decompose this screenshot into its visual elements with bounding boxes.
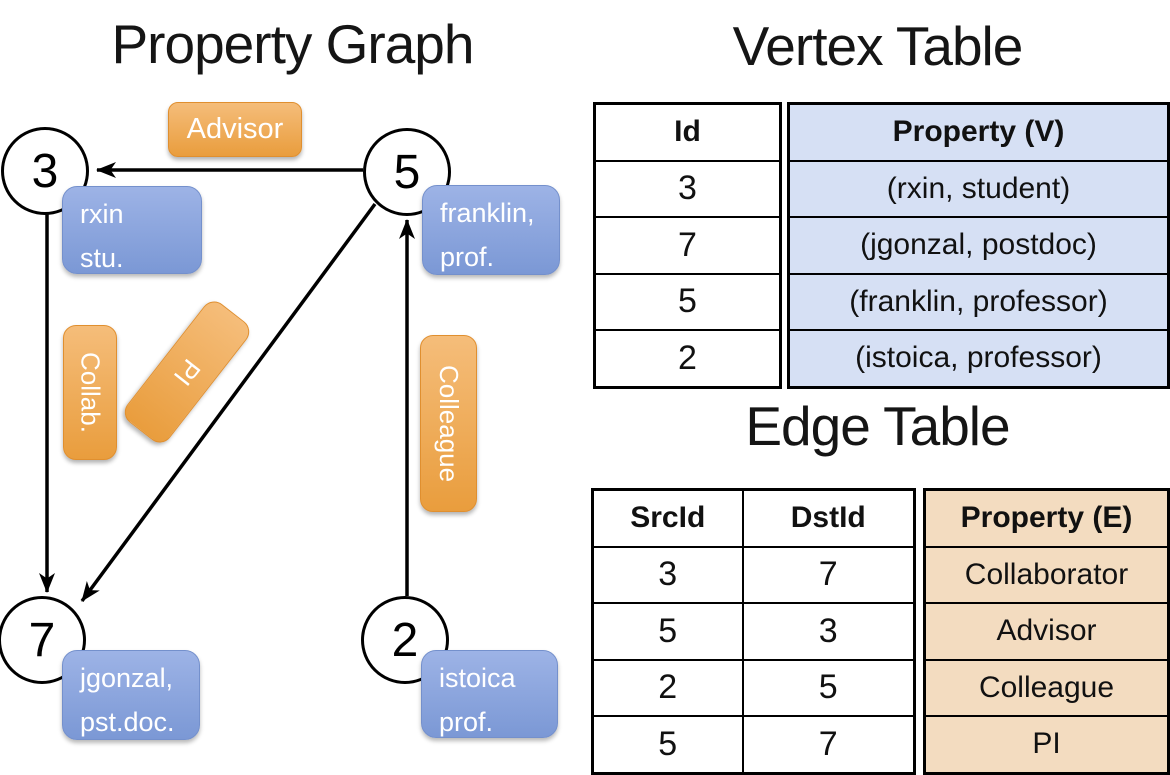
vertex-id-cell: 2 <box>593 329 782 388</box>
edge-table-property-column: Property (E) Collaborator Advisor Collea… <box>923 488 1170 775</box>
vertex-property-box-2: istoica prof. <box>421 650 558 738</box>
edge-property-cell: PI <box>923 715 1170 774</box>
vertex-property-line: jgonzal, <box>80 663 174 693</box>
tables-panel: Vertex Table Id 3 7 5 2 Property (V) (rx… <box>585 0 1170 775</box>
vertex-table-header-id: Id <box>593 102 782 162</box>
vertex-property-line: prof. <box>439 707 494 737</box>
vertex-property-box-7: jgonzal, pst.doc. <box>62 650 200 740</box>
edge-dstid-cell: 7 <box>741 715 916 774</box>
edge-property-cell: Colleague <box>923 658 1170 717</box>
property-graph-title: Property Graph <box>111 13 474 75</box>
edge-table-header-dstid: DstId <box>741 488 916 548</box>
vertex-property-line: stu. <box>80 243 124 273</box>
vertex-id-cell: 7 <box>593 216 782 275</box>
edge-srcid-cell: 2 <box>591 658 744 717</box>
vertex-table-property-column: Property (V) (rxin, student) (jgonzal, p… <box>787 102 1170 389</box>
graph-node-2: 2 <box>361 596 449 684</box>
edge-property-cell: Advisor <box>923 602 1170 661</box>
vertex-property-cell: (franklin, professor) <box>787 272 1170 331</box>
vertex-id-cell: 3 <box>593 159 782 218</box>
edge-srcid-cell: 5 <box>591 715 744 774</box>
vertex-property-line: pst.doc. <box>80 707 175 737</box>
vertex-property-line: franklin, <box>440 198 535 228</box>
property-graph-panel: Property Graph 3 5 7 2 rxin stu. frankli… <box>0 0 585 760</box>
vertex-table-header-property: Property (V) <box>787 102 1170 162</box>
graph-edges <box>39 162 415 603</box>
vertex-property-box-5: franklin, prof. <box>422 185 560 275</box>
edge-table-header-srcid: SrcId <box>591 488 744 548</box>
edge-pi-line <box>80 202 377 603</box>
edge-dstid-cell: 7 <box>741 545 916 604</box>
vertex-table-title: Vertex Table <box>732 15 1024 77</box>
edge-table-header-property: Property (E) <box>923 488 1170 548</box>
edge-table-id-columns: SrcId DstId 3 7 5 3 2 5 5 7 <box>591 488 916 775</box>
vertex-property-box-3: rxin stu. <box>62 186 202 274</box>
edge-property-cell: Collaborator <box>923 545 1170 604</box>
vertex-id-cell: 5 <box>593 272 782 331</box>
vertex-table-id-column: Id 3 7 5 2 <box>593 102 782 389</box>
edge-table-title: Edge Table <box>745 395 1010 457</box>
edge-dstid-cell: 5 <box>741 658 916 717</box>
edge-dstid-cell: 3 <box>741 602 916 661</box>
edge-label-advisor: Advisor <box>168 102 302 157</box>
vertex-property-cell: (istoica, professor) <box>787 329 1170 388</box>
vertex-property-line: istoica <box>439 663 516 693</box>
graph-node-5: 5 <box>363 128 451 216</box>
vertex-property-line: prof. <box>440 242 495 272</box>
edge-srcid-cell: 5 <box>591 602 744 661</box>
vertex-property-line: rxin <box>80 199 124 229</box>
edge-label-colleague: Colleague <box>420 335 477 512</box>
vertex-property-cell: (rxin, student) <box>787 159 1170 218</box>
vertex-property-cell: (jgonzal, postdoc) <box>787 216 1170 275</box>
edge-srcid-cell: 3 <box>591 545 744 604</box>
edge-label-collab: Collab. <box>63 325 117 460</box>
